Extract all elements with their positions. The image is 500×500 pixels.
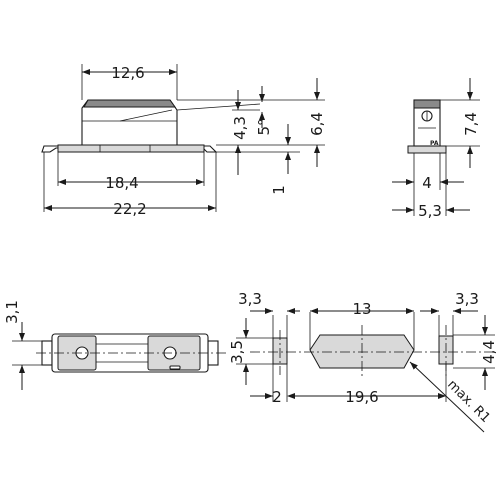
dim-pitch: 19,6 bbox=[345, 388, 378, 406]
dim-slot-height: 4,4 bbox=[480, 340, 498, 364]
dim-base-width: 18,4 bbox=[105, 174, 138, 192]
dim-pad-height: 3,5 bbox=[228, 340, 246, 364]
dim-left-offset: 2 bbox=[272, 388, 282, 406]
dim-left-pad-width: 3,3 bbox=[238, 290, 262, 308]
top-view: 3,1 bbox=[3, 300, 226, 390]
dim-end-width-inner: 4 bbox=[422, 174, 432, 192]
dim-slot-length: 13 bbox=[352, 300, 371, 318]
end-view-marking: PA bbox=[430, 140, 439, 147]
dim-angle: 5° bbox=[255, 118, 273, 135]
dim-base-thickness: 1 bbox=[270, 185, 288, 195]
dim-overall-width: 22,2 bbox=[113, 200, 146, 218]
dim-end-width-outer: 5,3 bbox=[418, 202, 442, 220]
side-view: 12,6 18,4 22,2 4,3 5° 6,4 1 bbox=[41, 64, 326, 218]
dim-top-height: 3,1 bbox=[3, 300, 21, 324]
footprint: 3,3 13 3,3 3,5 4,4 2 19,6 max. R1 bbox=[228, 290, 498, 433]
dim-right-pad-width: 3,3 bbox=[455, 290, 479, 308]
end-view: PA 7,4 4 5,3 bbox=[392, 78, 480, 220]
dim-top-width: 12,6 bbox=[111, 64, 144, 82]
dim-body-height: 4,3 bbox=[231, 116, 249, 140]
dim-end-height: 7,4 bbox=[462, 112, 480, 136]
dim-total-height: 6,4 bbox=[308, 112, 326, 136]
